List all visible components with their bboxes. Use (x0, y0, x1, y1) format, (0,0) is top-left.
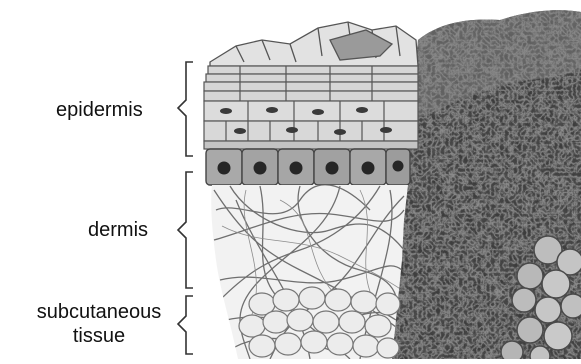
granular-layer (204, 141, 418, 149)
subcutaneous-label-line2: tissue (14, 324, 184, 348)
dermis-bracket (178, 172, 193, 288)
dermis-label: dermis (88, 218, 148, 242)
epidermis-label: epidermis (56, 98, 143, 122)
subcutaneous-fat-lobules (239, 287, 400, 358)
epidermis-bracket (178, 62, 193, 156)
epidermis-layers (204, 66, 418, 101)
stratum-corneum (210, 22, 418, 66)
basal-layer (206, 149, 410, 185)
subcutaneous-label-line1: subcutaneous (14, 300, 184, 324)
spinous-layer (204, 101, 418, 141)
subcutaneous-tissue-label: subcutaneous tissue (14, 300, 184, 348)
